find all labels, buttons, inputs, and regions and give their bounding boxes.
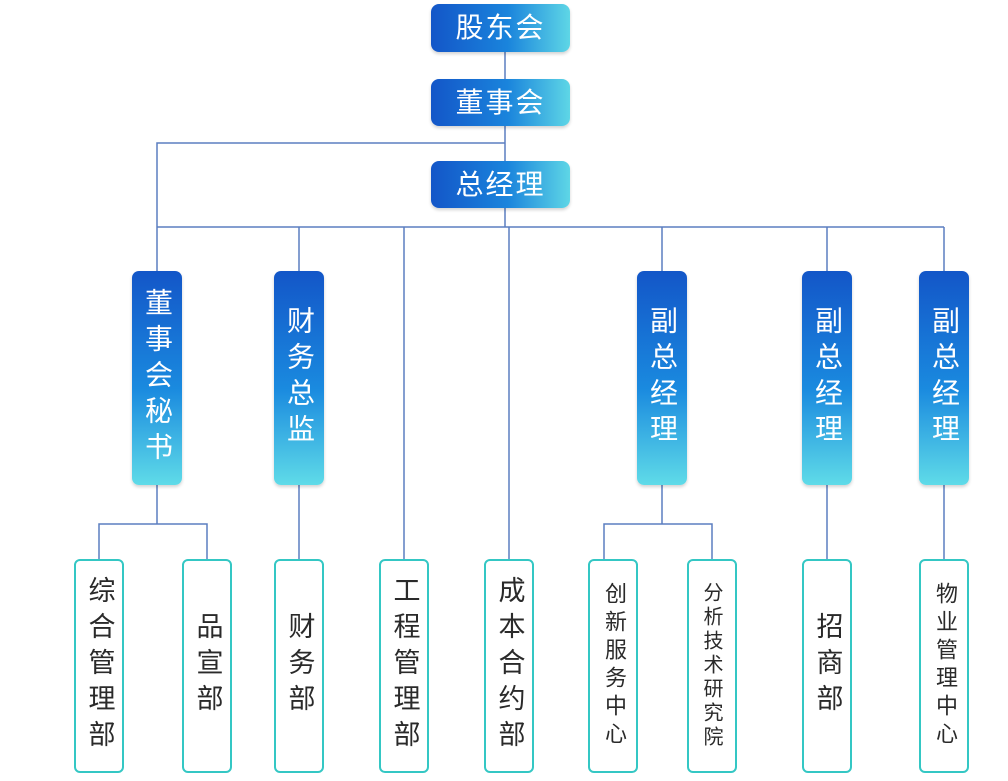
finance-dept-label: 财务部 xyxy=(283,612,315,720)
shareholders-label: 股东会 xyxy=(455,11,546,44)
cost-contract-dept-label: 成本合约部 xyxy=(493,576,525,756)
general-admin-dept-box: 综合管理部 xyxy=(74,559,124,773)
analysis-institute-box: 分析技术研究院 xyxy=(687,559,737,773)
vice-general-manager-label-3: 副总经理 xyxy=(928,306,961,450)
vice-general-manager-box-1: 副总经理 xyxy=(637,271,687,485)
board-secretary-box: 董事会秘书 xyxy=(132,271,182,485)
finance-director-label: 财务总监 xyxy=(283,306,316,450)
board-label: 董事会 xyxy=(455,85,546,119)
innovation-service-center-box: 创新服务中心 xyxy=(588,559,638,773)
innovation-service-center-label: 创新服务中心 xyxy=(601,582,626,750)
vice-general-manager-box-2: 副总经理 xyxy=(802,271,852,485)
cost-contract-dept-box: 成本合约部 xyxy=(484,559,534,773)
board-box: 董事会 xyxy=(431,79,570,126)
investment-dept-box: 招商部 xyxy=(802,559,852,773)
finance-dept-box: 财务部 xyxy=(274,559,324,773)
finance-director-box: 财务总监 xyxy=(274,271,324,485)
general-admin-dept-label: 综合管理部 xyxy=(83,576,115,756)
general-manager-box: 总经理 xyxy=(431,161,570,208)
board-secretary-label: 董事会秘书 xyxy=(141,288,174,468)
engineering-mgmt-dept-box: 工程管理部 xyxy=(379,559,429,773)
vice-general-manager-label-2: 副总经理 xyxy=(811,306,844,450)
brand-promotion-dept-box: 品宣部 xyxy=(182,559,232,773)
shareholders-box: 股东会 xyxy=(431,4,570,52)
property-mgmt-center-box: 物业管理中心 xyxy=(919,559,969,773)
general-manager-label: 总经理 xyxy=(455,167,546,201)
vice-general-manager-label-1: 副总经理 xyxy=(646,306,679,450)
brand-promotion-dept-label: 品宣部 xyxy=(191,612,223,720)
engineering-mgmt-dept-label: 工程管理部 xyxy=(388,576,420,756)
investment-dept-label: 招商部 xyxy=(811,612,843,720)
property-mgmt-center-label: 物业管理中心 xyxy=(932,582,957,750)
vice-general-manager-box-3: 副总经理 xyxy=(919,271,969,485)
analysis-institute-label: 分析技术研究院 xyxy=(700,582,724,750)
